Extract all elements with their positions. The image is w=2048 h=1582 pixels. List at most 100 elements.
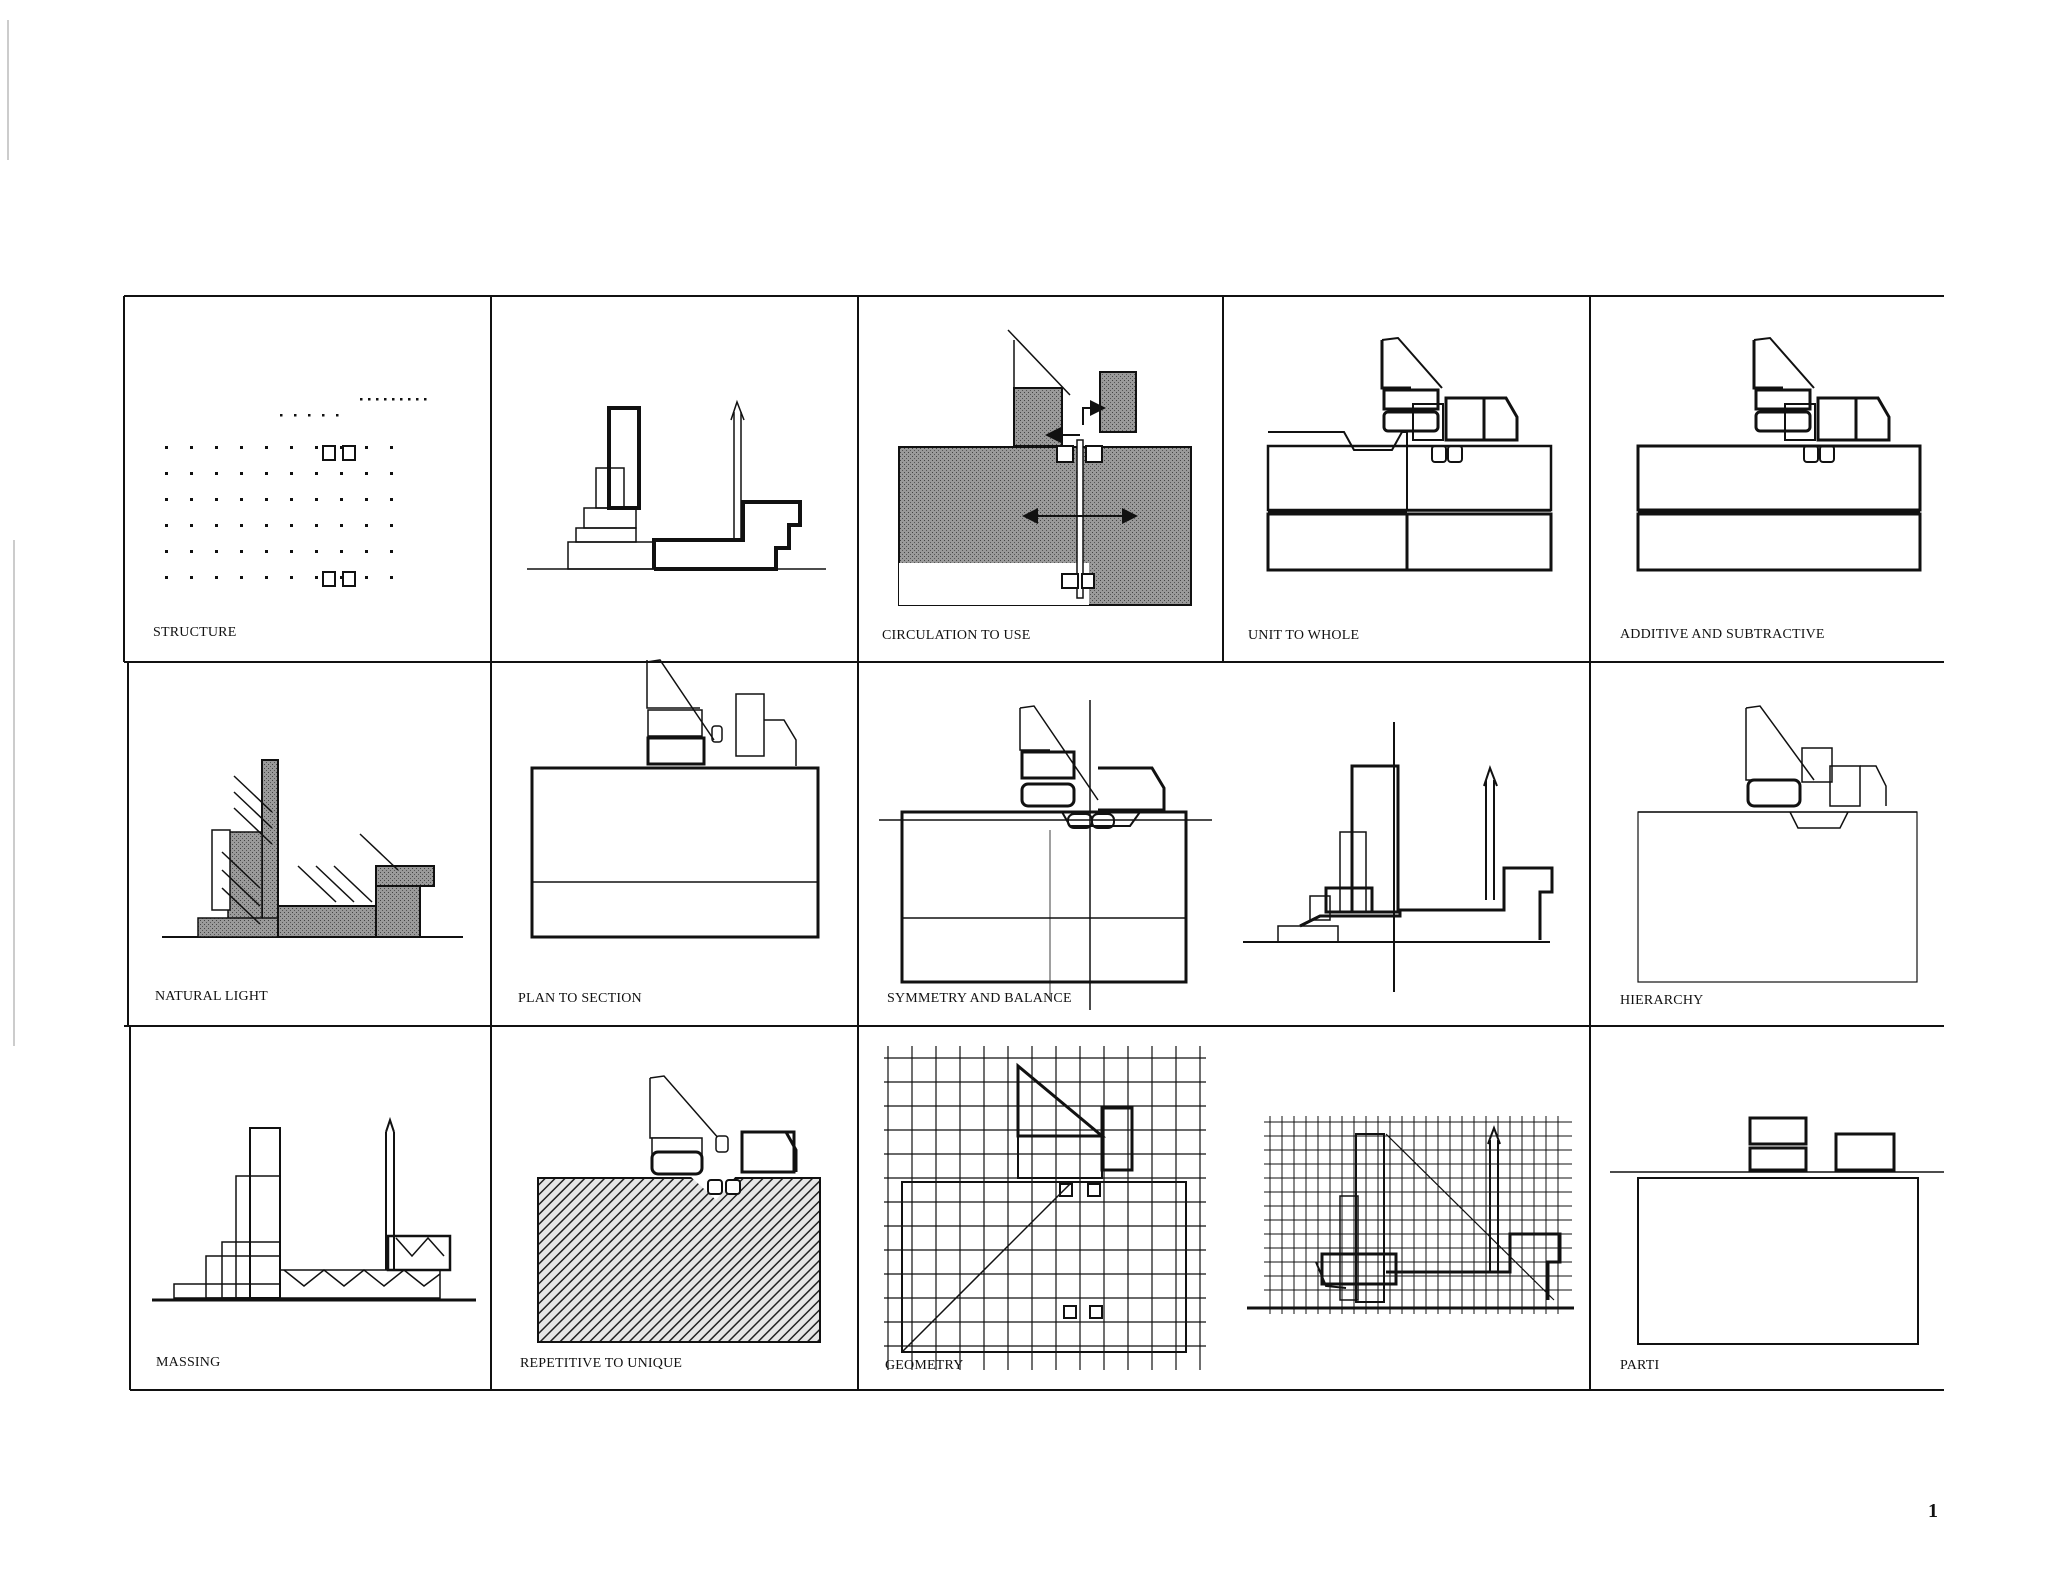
repetitive-unique-diagram [537,1075,821,1343]
label-circulation-to-use: CIRCULATION TO USE [882,628,1031,643]
circulation-diagram [898,329,1192,606]
structure-column-dot [240,472,243,475]
light-ray [221,869,261,907]
label-symmetry-balance: SYMMETRY AND BALANCE [887,991,1072,1006]
grid-section-diagram [1247,1116,1574,1314]
structure-column-dot [190,498,193,501]
light-ray [221,851,261,889]
section-diagram-1 [527,399,826,571]
label-plan-to-section: PLAN TO SECTION [518,991,642,1006]
light-ray [297,865,337,903]
structure-column-dot [240,446,243,449]
unit-to-whole-diagram [1266,336,1553,572]
light-ray [233,791,273,829]
grid-frame [123,295,1944,1391]
structure-column-dot [240,524,243,527]
label-additive-subtractive: ADDITIVE AND SUBTRACTIVE [1620,627,1825,642]
light-ray [233,807,273,845]
symmetry-balance-diagram [879,700,1212,1010]
structure-column-dot [240,576,243,579]
light-ray [233,775,273,813]
label-massing: MASSING [156,1355,221,1370]
structure-column-dot [315,446,318,449]
structure-column-dot [365,550,368,553]
structure-column-dot [265,446,268,449]
label-geometry: GEOMETRY [885,1358,964,1373]
structure-column-dot [390,524,393,527]
structure-column-dot [400,398,403,401]
structure-column-dot [190,576,193,579]
additive-subtractive-diagram [1636,336,1922,572]
structure-column-dot [336,414,339,417]
structure-column-dot [315,472,318,475]
structure-column-dot [190,550,193,553]
structure-column-dot [290,576,293,579]
structure-column-dot [215,446,218,449]
structure-column-dot [265,524,268,527]
parti-diagram [1610,1116,1944,1345]
structure-column-dot [390,446,393,449]
structure-column-dot [315,550,318,553]
structure-column-dot [390,550,393,553]
label-hierarchy: HIERARCHY [1620,993,1704,1008]
structure-column-dot [340,498,343,501]
massing-diagram [152,1116,476,1302]
structure-column-dot [322,414,325,417]
label-parti: PARTI [1620,1358,1660,1373]
structure-diagram [165,398,427,587]
structure-column-dot [165,472,168,475]
structure-column-dot [165,576,168,579]
label-structure: STRUCTURE [153,625,237,640]
light-ray [315,865,355,903]
structure-column-dot [290,446,293,449]
light-ray [359,833,399,871]
structure-column-dot [416,398,419,401]
structure-column-dot [368,398,371,401]
scan-margin-marks [7,20,15,1046]
structure-column-dot [365,576,368,579]
structure-column-dot [315,498,318,501]
structure-column-dot [390,498,393,501]
structure-column-dot [340,446,343,449]
structure-column-dot [365,524,368,527]
light-ray [333,865,373,903]
structure-column-dot [165,446,168,449]
structure-column-dot [215,550,218,553]
plan-to-section-diagram [530,659,820,939]
structure-column-dot [165,524,168,527]
structure-column-dot [265,550,268,553]
structure-column-dot [290,472,293,475]
structure-column-dot [290,498,293,501]
structure-column-dot [308,414,311,417]
structure-column-dot [280,414,283,417]
structure-column-dot [390,576,393,579]
structure-column-dot [340,576,343,579]
structure-column-dot [265,472,268,475]
structure-column-dot [376,398,379,401]
structure-column-dot [165,550,168,553]
structure-column-dot [165,498,168,501]
structure-column-dot [265,498,268,501]
structure-column-dot [340,524,343,527]
structure-column-dot [215,472,218,475]
structure-column-dot [190,446,193,449]
structure-column-dot [290,550,293,553]
page-number: 1 [1928,1500,1938,1522]
structure-column-dot [340,472,343,475]
structure-column-dot [215,498,218,501]
hierarchy-diagram [1637,705,1918,983]
structure-column-dot [215,576,218,579]
structure-column-dot [384,398,387,401]
light-ray [221,887,261,925]
structure-column-dot [190,472,193,475]
label-repetitive-unique: REPETITIVE TO UNIQUE [520,1356,683,1371]
structure-column-dot [294,414,297,417]
structure-column-dot [365,446,368,449]
structure-column-dot [240,498,243,501]
structure-column-dot [315,576,318,579]
structure-column-dot [365,472,368,475]
structure-column-dot [265,576,268,579]
structure-column-dot [365,498,368,501]
geometry-diagram [884,1046,1206,1370]
